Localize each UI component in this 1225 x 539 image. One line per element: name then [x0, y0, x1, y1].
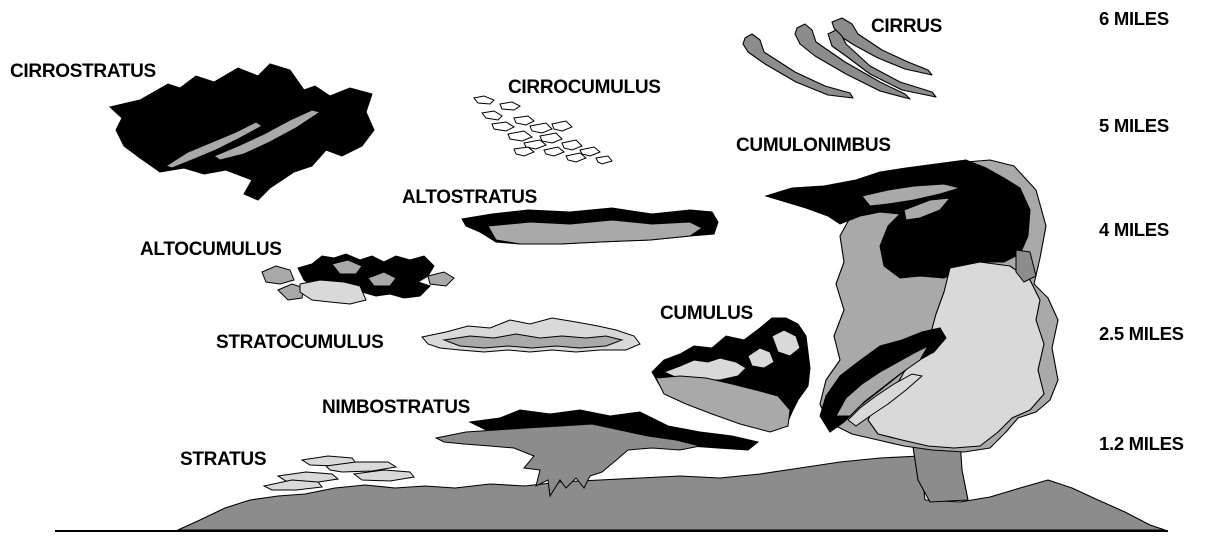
label-cumulonimbus: CUMULONIMBUS [736, 136, 891, 155]
label-nimbostratus: NIMBOSTRATUS [322, 398, 470, 417]
label-stratocumulus: STRATOCUMULUS [216, 333, 383, 352]
label-cirrus: CIRRUS [871, 17, 942, 36]
stratus-cloud [264, 456, 414, 490]
stratocumulus-cloud [422, 318, 640, 352]
altitude-label-2-5-miles: 2.5 MILES [1099, 325, 1184, 344]
altitude-label-6-miles: 6 MILES [1099, 10, 1169, 29]
altitude-label-4-miles: 4 MILES [1099, 221, 1169, 240]
cumulonimbus-cloud [766, 160, 1058, 502]
label-cumulus: CUMULUS [660, 304, 753, 323]
label-cirrostratus: CIRROSTRATUS [10, 62, 156, 81]
cirrostratus-cloud [110, 64, 374, 200]
label-stratus: STRATUS [180, 450, 266, 469]
label-cirrocumulus: CIRROCUMULUS [508, 78, 661, 97]
altitude-label-1-2-miles: 1.2 MILES [1099, 435, 1184, 454]
cumulus-cloud [652, 318, 810, 432]
cirrocumulus-cloud [474, 96, 612, 164]
altostratus-cloud [462, 208, 718, 244]
altocumulus-cloud [262, 254, 454, 304]
label-altocumulus: ALTOCUMULUS [140, 240, 282, 259]
label-altostratus: ALTOSTRATUS [402, 188, 537, 207]
altitude-label-5-miles: 5 MILES [1099, 117, 1169, 136]
